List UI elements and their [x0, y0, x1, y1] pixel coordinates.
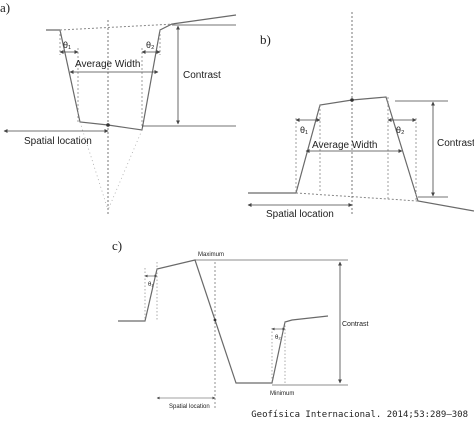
- panel-a-vee-left: [79, 121, 109, 211]
- panel-a-top-dotted: [59, 23, 176, 31]
- panel-b-base-dotted: [295, 192, 419, 202]
- panel-c-maximum: Maximum: [198, 252, 224, 258]
- panel-c-minimum: Minimum: [270, 391, 294, 397]
- panel-b-spatial-location: Spatial location: [266, 209, 334, 220]
- panel-a-spatial-location: Spatial location: [24, 136, 92, 147]
- panel-a-theta2: θ₂: [146, 40, 155, 50]
- panel-a: a) θ₁ θ₂ Average Width Contrast Spatial …: [0, 0, 237, 215]
- panel-b-theta2: θ₂: [396, 125, 405, 135]
- panel-a-average-width: Average Width: [75, 59, 140, 70]
- panel-b-node: [350, 98, 354, 102]
- panel-c-theta2: θ₂: [275, 335, 281, 341]
- panel-c-profile: [118, 259, 329, 384]
- panel-b-label: b): [260, 32, 271, 47]
- panel-a-profile: [46, 14, 237, 131]
- panel-a-node: [106, 123, 110, 127]
- citation: Geofísica Internacional. 2014;53:289–308: [251, 410, 468, 420]
- panel-b-average-width: Average Width: [312, 140, 377, 151]
- panel-c-label: c): [112, 238, 122, 253]
- panel-c-theta1: θ₁: [148, 282, 153, 288]
- panel-a-contrast: Contrast: [183, 70, 221, 81]
- panel-c-node: [213, 318, 217, 322]
- panel-c-contrast: Contrast: [342, 321, 369, 328]
- panel-b: b) θ₁ θ₂ Average Width Contrast Spatial …: [247, 12, 474, 220]
- panel-b-contrast: Contrast: [437, 138, 474, 149]
- panel-a-theta1: θ₁: [63, 40, 71, 50]
- panel-a-label: a): [0, 0, 10, 15]
- panel-b-theta1: θ₁: [300, 125, 308, 135]
- panel-c-spatial-location: Spatial location: [169, 404, 210, 410]
- panel-c: c) Contrast Maximum Minimum θ₁ θ₂ Spatia…: [112, 238, 369, 410]
- panel-a-vee-right: [107, 129, 143, 211]
- panel-b-profile: [248, 96, 474, 212]
